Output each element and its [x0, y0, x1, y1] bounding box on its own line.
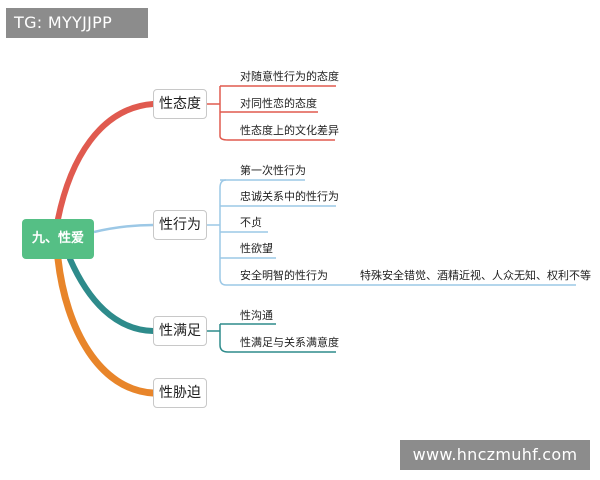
root-node[interactable]: 九、性爱 — [22, 219, 94, 259]
branch-sexual-coercion[interactable]: 性胁迫 — [153, 378, 207, 408]
leaf-behavior-desire[interactable]: 性欲望 — [240, 242, 273, 255]
leaf-behavior-safe-sex[interactable]: 安全明智的性行为 — [240, 269, 328, 282]
watermark-top: TG: MYYJJPP — [6, 8, 148, 38]
connector-root-satisfaction — [67, 256, 156, 334]
leaf-attitude-casual-sex[interactable]: 对随意性行为的态度 — [240, 70, 339, 83]
leaf-behavior-infidelity[interactable]: 不贞 — [240, 216, 262, 229]
leaf-behavior-first-time[interactable]: 第一次性行为 — [240, 164, 306, 177]
leaf-behavior-safe-sex-detail[interactable]: 特殊安全错觉、酒精近视、人众无知、权利不等 — [360, 269, 591, 282]
watermark-bottom: www.hnczmuhf.com — [400, 440, 590, 470]
branch-sexual-behavior[interactable]: 性行为 — [153, 210, 207, 240]
branch-sexual-satisfaction[interactable]: 性满足 — [153, 316, 207, 346]
leaf-satisfaction-relationship[interactable]: 性满足与关系满意度 — [240, 336, 339, 349]
connector-root-coercion — [54, 255, 157, 397]
connector-root-attitude — [55, 101, 156, 222]
branch-sexual-attitude[interactable]: 性态度 — [153, 89, 207, 119]
leaf-attitude-cultural-differences[interactable]: 性态度上的文化差异 — [240, 124, 339, 137]
leaf-satisfaction-communication[interactable]: 性沟通 — [240, 309, 273, 322]
leaf-behavior-committed-relationship[interactable]: 忠诚关系中的性行为 — [240, 190, 339, 203]
connector-root-behavior — [93, 223, 154, 234]
leaf-attitude-homosexuality[interactable]: 对同性恋的态度 — [240, 97, 317, 110]
